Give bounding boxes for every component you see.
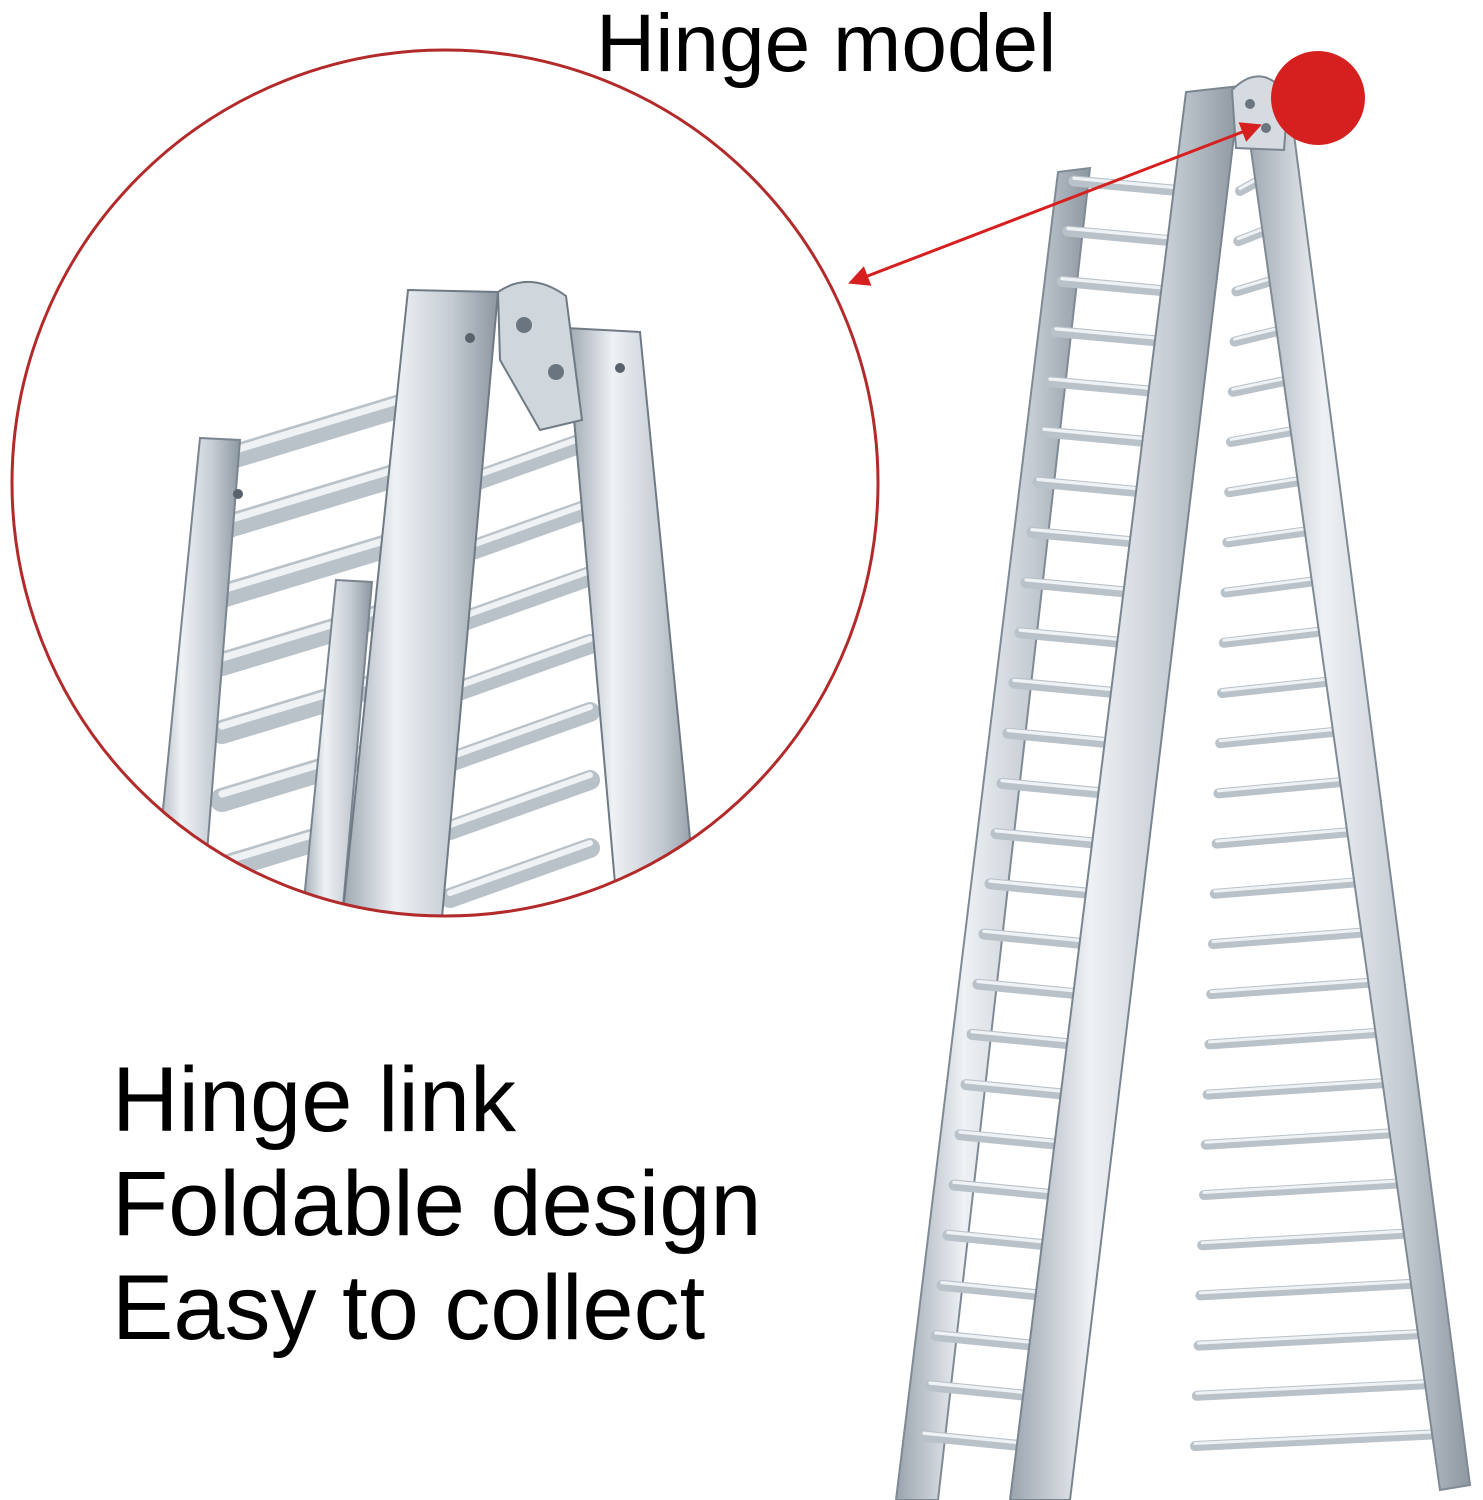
- back-rung: [1213, 776, 1354, 799]
- back-rung-highlight: [1204, 1128, 1401, 1144]
- zoom-rung: [210, 456, 432, 540]
- zoom-main-rail: [338, 288, 500, 916]
- back-rung: [1229, 324, 1289, 347]
- zoom-back-rung-highlight: [447, 636, 593, 692]
- back-rung-highlight: [1220, 677, 1336, 692]
- back-rung-highlight: [1206, 1078, 1394, 1094]
- back-rung: [1204, 1027, 1390, 1050]
- back-rung-highlight: [1227, 476, 1307, 492]
- back-rung-highlight: [1202, 1179, 1408, 1194]
- back-rung: [1208, 927, 1375, 949]
- feature-list: Hinge link Foldable design Easy to colle…: [112, 1048, 762, 1360]
- back-rung-highlight: [1197, 1329, 1430, 1345]
- zoom-back-rung-highlight: [447, 840, 593, 896]
- page-title: Hinge model: [596, 0, 1057, 89]
- back-rung: [1215, 726, 1347, 749]
- back-right-rail: [1242, 98, 1472, 1492]
- zoom-back-rung: [440, 702, 600, 772]
- front-main-rail: [1008, 84, 1242, 1500]
- back-rung-highlight: [1215, 827, 1358, 843]
- ladder-ramp: [894, 75, 1472, 1500]
- back-rung: [1222, 525, 1318, 548]
- zoom-back-rung-highlight: [447, 772, 593, 828]
- back-rung-highlight: [1222, 626, 1329, 642]
- hinge-zoom-circle: [10, 48, 880, 918]
- back-rung-highlight: [1195, 1379, 1437, 1395]
- back-rung: [1202, 1077, 1397, 1100]
- zoom-circle-outline: [10, 48, 880, 918]
- back-rung-highlight: [1200, 1229, 1415, 1245]
- back-rung-highlight: [1216, 777, 1350, 793]
- back-rung: [1218, 625, 1332, 648]
- zoom-back-rung: [440, 838, 600, 908]
- back-rung: [1197, 1228, 1419, 1251]
- back-rung: [1224, 475, 1311, 498]
- back-rung: [1191, 1378, 1440, 1401]
- zoom-back-rung: [440, 566, 600, 636]
- back-rung: [1199, 1178, 1411, 1200]
- back-rung-highlight: [1193, 1430, 1444, 1445]
- back-rung: [1195, 1278, 1426, 1301]
- back-rung: [1209, 876, 1368, 899]
- zoom-back-rung: [440, 770, 600, 840]
- zoom-rung-highlight: [218, 458, 424, 526]
- back-rung: [1220, 575, 1325, 598]
- zoom-right-rail: [564, 326, 702, 916]
- back-rung-highlight: [1231, 375, 1293, 391]
- red-dot-marker: [1271, 51, 1365, 145]
- back-rung: [1226, 425, 1303, 447]
- zoom-rung-highlight: [218, 390, 424, 458]
- back-rung-highlight: [1218, 727, 1343, 743]
- back-rung-highlight: [1209, 978, 1379, 994]
- zoom-hinge-plate: [233, 280, 625, 499]
- back-rung-highlight: [1213, 877, 1365, 893]
- back-rung-highlight: [1207, 1028, 1386, 1044]
- zoom-back-rung: [440, 634, 600, 704]
- feature-hinge-link: Hinge link: [112, 1049, 516, 1151]
- back-rung: [1193, 1328, 1433, 1351]
- back-rung-highlight: [1225, 526, 1314, 542]
- back-rung: [1190, 1429, 1447, 1451]
- back-rung: [1227, 374, 1296, 397]
- back-rung: [1211, 826, 1361, 849]
- back-rung-highlight: [1224, 576, 1322, 592]
- back-rung-highlight: [1198, 1279, 1422, 1295]
- feature-foldable-design: Foldable design: [112, 1153, 762, 1255]
- back-rung-highlight: [1229, 426, 1300, 441]
- zoom-rung: [210, 388, 432, 472]
- zoom-back-rung-highlight: [447, 704, 593, 760]
- back-ladder-rungs: [1190, 174, 1447, 1451]
- zoom-back-rung-highlight: [447, 568, 593, 624]
- pointer-arrow: [848, 122, 1262, 286]
- back-rung: [1206, 977, 1383, 1000]
- zoom-left-rail: [148, 436, 242, 916]
- back-rung: [1200, 1127, 1404, 1150]
- zoom-rungs: [210, 388, 600, 908]
- zoom-mid-rail: [298, 578, 374, 916]
- back-rung-highlight: [1211, 928, 1372, 943]
- feature-easy-to-collect: Easy to collect: [112, 1257, 706, 1359]
- back-rung: [1217, 676, 1339, 698]
